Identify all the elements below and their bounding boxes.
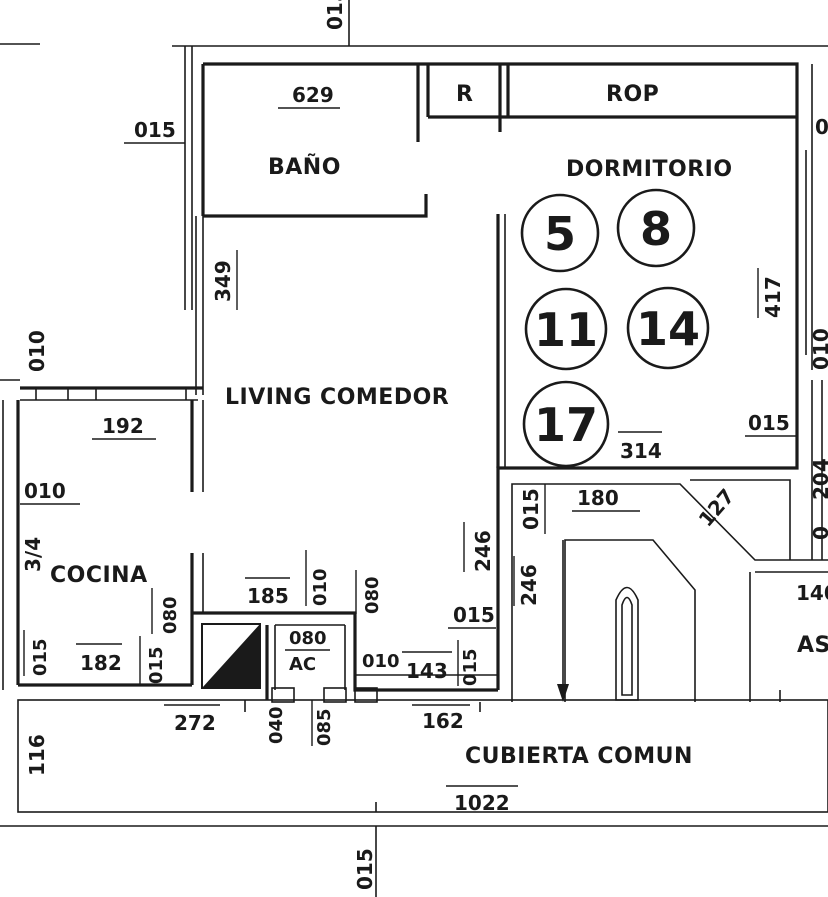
marker-8: 8 bbox=[616, 188, 696, 268]
dim-180: 180 bbox=[577, 486, 619, 510]
dim-015-left: 015 bbox=[134, 118, 176, 142]
room-r: R bbox=[456, 82, 473, 107]
dim-015-top: 015 bbox=[323, 0, 347, 30]
dim-127: 127 bbox=[694, 484, 740, 531]
dim-010-left: 010 bbox=[25, 330, 49, 372]
dim-417: 417 bbox=[761, 276, 785, 318]
dim-010-cocina: 010 bbox=[24, 479, 66, 503]
room-cocina: COCINA bbox=[50, 563, 148, 588]
dim-080-cocina: 080 bbox=[160, 596, 181, 634]
dim-015-lower: 015 bbox=[460, 648, 481, 686]
dim-015-right: 0 bbox=[815, 115, 828, 139]
dim-085: 085 bbox=[314, 708, 335, 746]
dim-162: 162 bbox=[422, 709, 464, 733]
room-bano: BAÑO bbox=[268, 154, 341, 180]
room-rop: ROP bbox=[606, 82, 659, 107]
dim-015-door: 015 bbox=[453, 603, 495, 627]
dim-349: 349 bbox=[211, 260, 235, 302]
room-ac: AC bbox=[289, 654, 316, 675]
dim-246-a: 246 bbox=[471, 530, 495, 572]
dim-015-dorm: 015 bbox=[748, 411, 790, 435]
dim-143: 143 bbox=[406, 659, 448, 683]
dim-010-right: 010 bbox=[809, 328, 828, 370]
dim-015-cocina-a: 015 bbox=[30, 638, 51, 676]
marker-17: 17 bbox=[522, 380, 610, 468]
dim-185: 185 bbox=[247, 584, 289, 608]
dim-246-b: 246 bbox=[517, 564, 541, 606]
stair-symbol bbox=[201, 623, 261, 689]
dim-629: 629 bbox=[292, 83, 334, 107]
unit-markers: 5 8 11 14 17 bbox=[520, 188, 710, 468]
marker-11-label: 11 bbox=[534, 303, 598, 357]
marker-8-label: 8 bbox=[640, 202, 672, 256]
dim-080-ac: 080 bbox=[289, 628, 327, 649]
dim-182: 182 bbox=[80, 651, 122, 675]
room-dormitorio: DORMITORIO bbox=[566, 157, 733, 182]
dim-040: 040 bbox=[266, 706, 287, 744]
dim-0-r: 0 bbox=[809, 526, 828, 540]
dim-015-bottom: 015 bbox=[353, 848, 377, 890]
dimension-labels: 629 015 0 192 010 015 314 180 185 182 08… bbox=[20, 83, 828, 815]
dim-140: 140 bbox=[796, 581, 828, 605]
dim-015-hall: 015 bbox=[519, 488, 543, 530]
room-cubierta-comun: CUBIERTA COMUN bbox=[465, 744, 693, 769]
dim-1022: 1022 bbox=[454, 791, 510, 815]
dim-3-4: 3/4 bbox=[21, 537, 45, 572]
dim-015-cocina-b: 015 bbox=[146, 646, 167, 684]
dim-272: 272 bbox=[174, 711, 216, 735]
marker-5-label: 5 bbox=[544, 207, 576, 261]
room-labels: BAÑO R ROP DORMITORIO LIVING COMEDOR COC… bbox=[50, 82, 828, 769]
marker-14: 14 bbox=[626, 286, 710, 370]
dim-116: 116 bbox=[25, 734, 49, 776]
dim-010-lower: 010 bbox=[362, 651, 400, 672]
marker-11: 11 bbox=[524, 287, 608, 371]
dim-010-mid: 010 bbox=[310, 568, 331, 606]
marker-17-label: 17 bbox=[534, 398, 598, 452]
marker-5: 5 bbox=[520, 193, 600, 273]
dim-204: 204 bbox=[809, 458, 828, 500]
dim-314: 314 bbox=[620, 439, 662, 463]
dim-192: 192 bbox=[102, 414, 144, 438]
dimension-labels-vertical: 015 349 010 3/4 417 010 127 015 246 246 … bbox=[21, 0, 828, 890]
marker-14-label: 14 bbox=[636, 302, 700, 356]
room-as: AS bbox=[797, 633, 828, 658]
dim-080-mid: 080 bbox=[362, 576, 383, 614]
room-living-comedor: LIVING COMEDOR bbox=[225, 385, 449, 410]
